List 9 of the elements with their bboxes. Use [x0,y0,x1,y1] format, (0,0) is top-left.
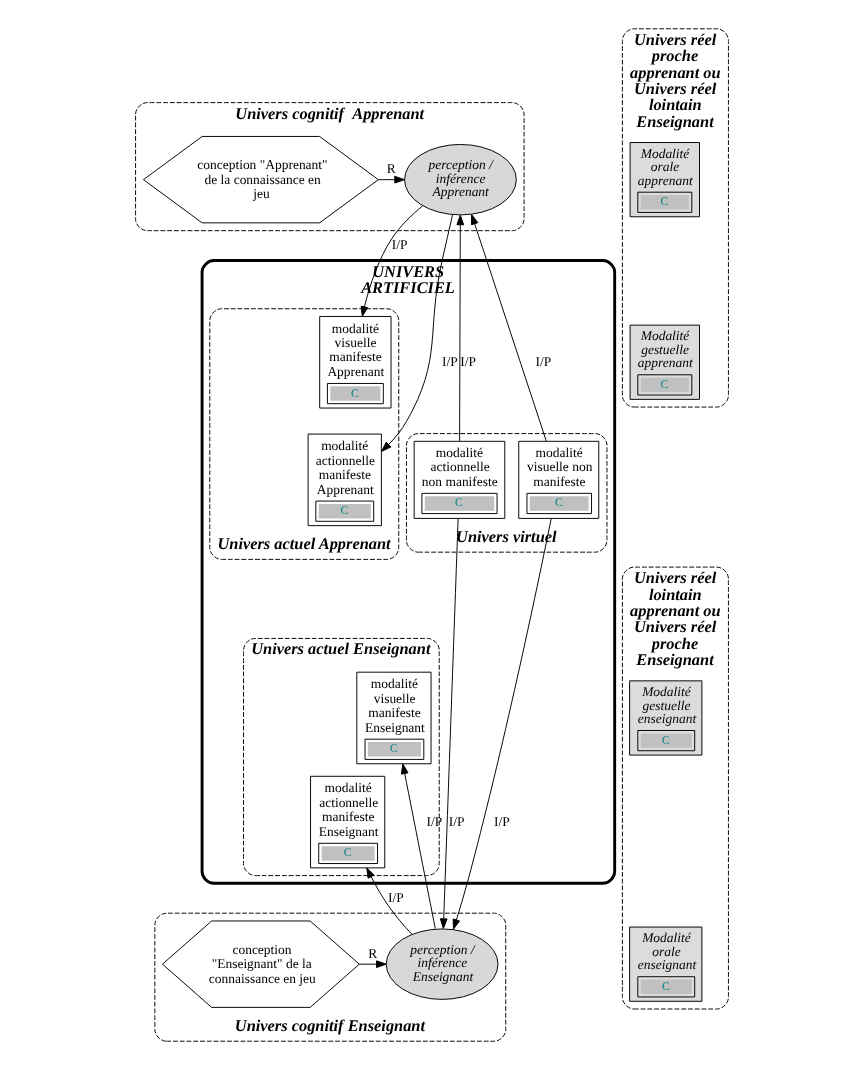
arrow [358,960,387,969]
arrow [456,214,465,442]
arrow [381,214,454,452]
arrow [452,518,552,930]
arrow [470,214,547,442]
arrow [366,867,413,935]
arrow [439,518,459,929]
arrow [377,175,405,184]
arrow [400,763,436,930]
